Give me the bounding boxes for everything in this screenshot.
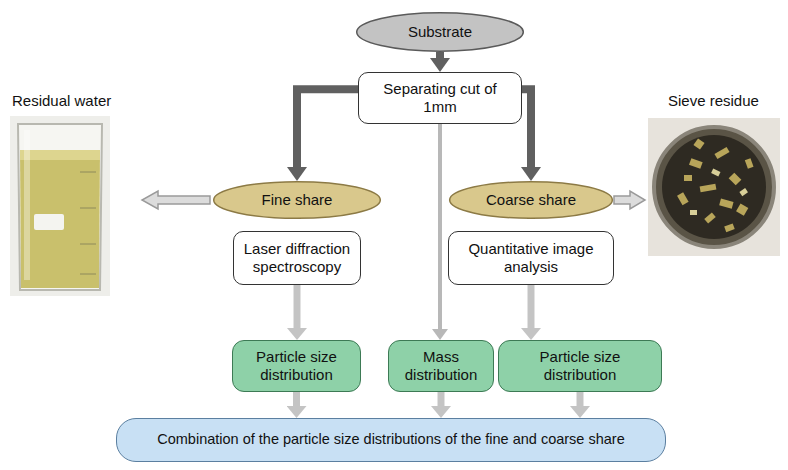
photo-ground (10, 116, 110, 296)
method-box: Laser diffraction spectroscopy (233, 231, 361, 285)
flow-arrow (297, 89, 358, 167)
flow-arrow (294, 285, 301, 328)
flow-arrow (436, 52, 444, 58)
node-text: Fine share (262, 191, 333, 209)
result-box: Mass distribution (388, 340, 494, 392)
text-block: Quantitative image analysis (463, 240, 599, 276)
node-text: Quantitative image analysis (463, 240, 599, 276)
share-ellipse: Fine share (212, 181, 382, 219)
text-block: Coarse share (486, 191, 576, 209)
photo-caption: Sieve residue (668, 92, 759, 109)
node-text: Combination of the particle size distrib… (157, 431, 624, 448)
text-block: Fine share (262, 191, 333, 209)
beaker-photo (10, 116, 110, 296)
photo-arrow (142, 191, 210, 209)
photo-arrow (614, 191, 645, 209)
result-box: Particle size distribution (498, 340, 662, 392)
process-box: Separating cut of 1mm (358, 72, 522, 124)
node-text: Coarse share (486, 191, 576, 209)
share-ellipse: Coarse share (448, 181, 614, 219)
node-text: Separating cut of 1mm (373, 80, 507, 116)
flow-arrow (522, 89, 531, 167)
sieve-photo (648, 118, 780, 256)
ellipse-shape (214, 182, 381, 218)
result-box: Particle size distribution (232, 340, 361, 392)
ellipse-shape (357, 13, 524, 51)
text-block: Laser diffraction spectroscopy (240, 240, 354, 276)
flow-arrow (438, 392, 445, 406)
text-block: Particle size distribution (241, 348, 352, 384)
node-text: Particle size distribution (241, 348, 352, 384)
node-text: Particle size distribution (513, 348, 647, 384)
scale-mark (80, 208, 96, 209)
node-text: Laser diffraction spectroscopy (240, 240, 354, 276)
flow-arrow (528, 285, 535, 328)
flow-arrow (577, 392, 584, 406)
text-block: Combination of the particle size distrib… (157, 431, 624, 448)
text-block: Separating cut of 1mm (373, 80, 507, 116)
ellipse-shape (450, 182, 613, 218)
sieve-rim (654, 127, 774, 247)
node-text: Mass distribution (395, 348, 487, 384)
sieve-particles-light (690, 168, 748, 215)
liquid-surface (20, 150, 100, 160)
photo-ground (648, 118, 780, 256)
sieve-particles (677, 138, 753, 232)
glass-highlight (24, 130, 30, 280)
scale-mark (80, 274, 96, 275)
text-block: Mass distribution (395, 348, 487, 384)
node-text: Substrate (408, 23, 472, 41)
beaker-glass (18, 124, 102, 290)
combination-box: Combination of the particle size distrib… (116, 418, 666, 462)
flow-arrow (293, 392, 300, 406)
beaker-liquid (20, 150, 100, 288)
scale-mark (80, 244, 96, 245)
text-block: Substrate (408, 23, 472, 41)
scale-mark (80, 172, 96, 173)
start-ellipse: Substrate (355, 12, 525, 52)
flow-arrow (438, 124, 442, 329)
beaker-label-patch (34, 214, 64, 230)
photo-caption: Residual water (12, 92, 111, 109)
sieve-bottom (662, 135, 766, 239)
text-block: Particle size distribution (513, 348, 647, 384)
method-box: Quantitative image analysis (448, 231, 614, 285)
